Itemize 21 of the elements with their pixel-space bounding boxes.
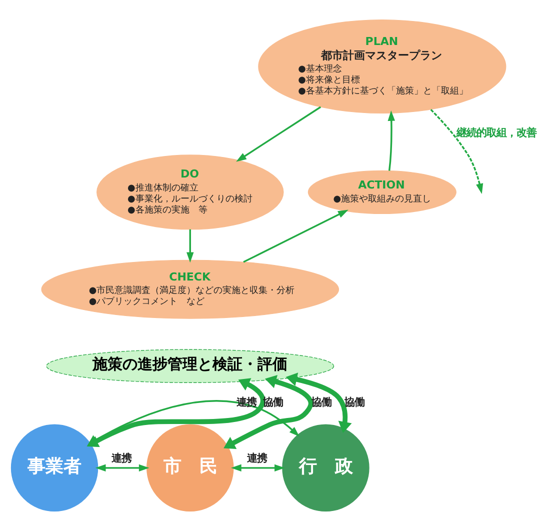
node-ellipse: 施策の進捗管理と検証・評価 <box>46 348 334 382</box>
arrow <box>95 464 150 472</box>
edge-label: 協働 <box>344 396 364 408</box>
node-circle: 市 民 <box>146 424 234 512</box>
node-ellipse: ACTION ●施策や取組みの見直し <box>308 170 456 214</box>
node-circle: 行 政 <box>282 424 370 512</box>
arrow <box>286 372 352 433</box>
edge-label: 連携 <box>247 452 268 464</box>
edge-label: 継続的取組，改善 <box>456 126 537 138</box>
arrow <box>236 106 322 162</box>
node-ellipse: PLAN 都市計画マスタープラン ●基本理念 ●将来像と目標 ●各基本方針に基づく「施策」と「取組」 <box>258 19 506 113</box>
arrow <box>430 108 484 194</box>
arrow <box>186 228 194 262</box>
arrow <box>224 374 314 448</box>
arrow <box>243 209 348 262</box>
arrow <box>388 110 395 170</box>
arrow <box>86 378 266 447</box>
arrow <box>230 464 285 472</box>
node-ellipse: DO ●推進体制の確立 ●事業化，ルールづくりの検討 ●各施策の実施 等 <box>96 154 284 230</box>
node-ellipse: CHECK ●市民意識調査（満足度）などの実施と収集・分析 ●パブリックコメント など <box>41 259 340 318</box>
edge-label: 連携 <box>112 452 132 464</box>
